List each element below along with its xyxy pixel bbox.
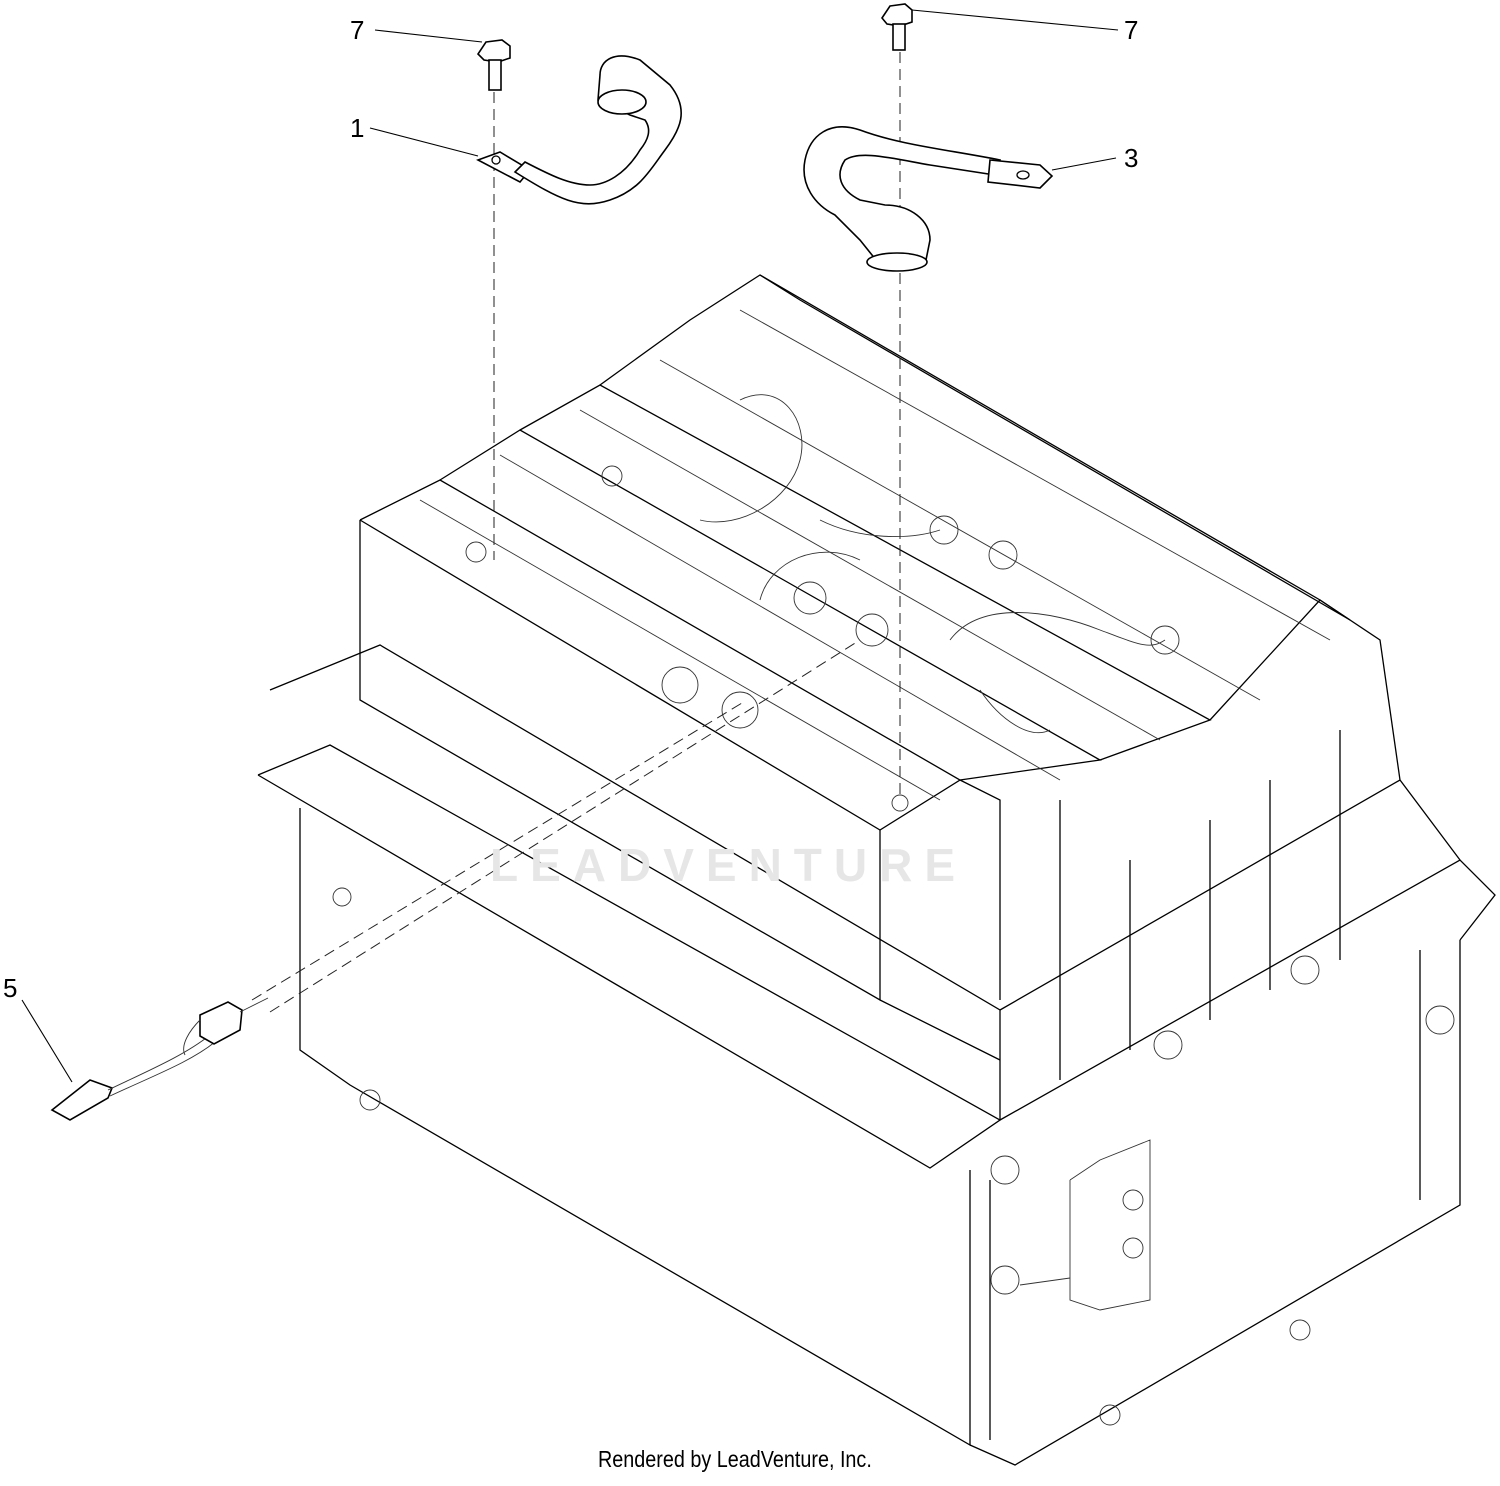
- footer-credit: Rendered by LeadVenture, Inc.: [598, 1446, 872, 1472]
- assembly-lines: [251, 52, 901, 1013]
- callout-7-right: 7: [1124, 15, 1139, 45]
- callout-3: 3: [1124, 143, 1139, 173]
- leader-lines: [21, 9, 1119, 1083]
- bolt-part-7-left[interactable]: [476, 39, 511, 91]
- battery-cable-part-3[interactable]: [803, 126, 1054, 272]
- battery-pack-outline: [257, 274, 1496, 1466]
- sensor-harness-part-5[interactable]: [50, 997, 269, 1121]
- watermark: LEADVENTURE: [490, 839, 968, 891]
- callout-1: 1: [350, 113, 365, 143]
- bolt-part-7-right[interactable]: [881, 3, 913, 51]
- callout-5: 5: [3, 973, 18, 1003]
- callout-7-left: 7: [350, 15, 365, 45]
- battery-cable-part-1[interactable]: [476, 55, 682, 205]
